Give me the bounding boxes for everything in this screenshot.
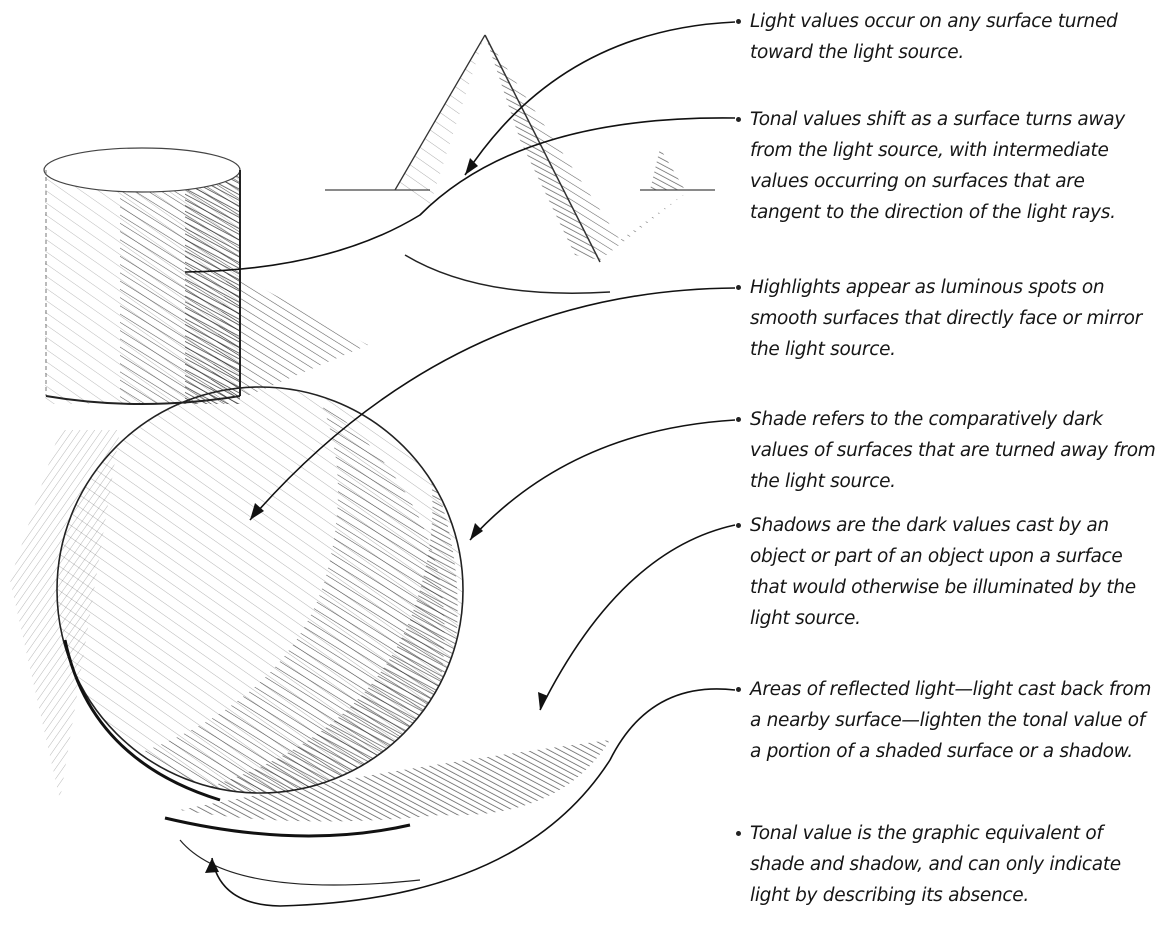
leader-shade	[470, 420, 735, 540]
arrowhead-shade	[470, 523, 483, 540]
annotation-text: Light values occur on any surface turned…	[750, 11, 1117, 63]
cone-drawing	[325, 35, 715, 293]
sphere-drawing	[10, 380, 610, 885]
annotation-text: Areas of reflected light—light cast back…	[750, 679, 1151, 762]
bullet-icon	[736, 285, 741, 290]
leader-light-values	[465, 22, 735, 175]
annotation-text: Shadows are the dark values cast by an o…	[750, 515, 1136, 629]
annotation-highlights: Highlights appear as luminous spots on s…	[750, 272, 1160, 365]
annotation-text: Highlights appear as luminous spots on s…	[750, 277, 1142, 360]
leader-tonal-values	[185, 118, 735, 272]
bullet-icon	[736, 117, 741, 122]
annotation-text: Shade refers to the comparatively dark v…	[750, 409, 1156, 492]
bullet-icon	[736, 523, 741, 528]
bullet-icon	[736, 831, 741, 836]
annotation-reflected-light: Areas of reflected light—light cast back…	[750, 674, 1160, 767]
annotation-text: Tonal value is the graphic equivalent of…	[750, 823, 1121, 906]
annotation-tonal-value-definition: Tonal value is the graphic equivalent of…	[750, 818, 1160, 911]
bullet-icon	[736, 19, 741, 24]
arrowhead-shadows	[538, 692, 548, 710]
arrowhead-reflected-light	[205, 858, 219, 873]
annotation-light-values: Light values occur on any surface turned…	[750, 6, 1160, 68]
cylinder-drawing	[44, 148, 368, 404]
leader-shadows	[540, 525, 735, 710]
bullet-icon	[736, 417, 741, 422]
annotation-tonal-values: Tonal values shift as a surface turns aw…	[750, 104, 1160, 228]
annotation-shadows: Shadows are the dark values cast by an o…	[750, 510, 1160, 634]
bullet-icon	[736, 687, 741, 692]
annotation-text: Tonal values shift as a surface turns aw…	[750, 109, 1125, 223]
annotation-shade: Shade refers to the comparatively dark v…	[750, 404, 1160, 497]
